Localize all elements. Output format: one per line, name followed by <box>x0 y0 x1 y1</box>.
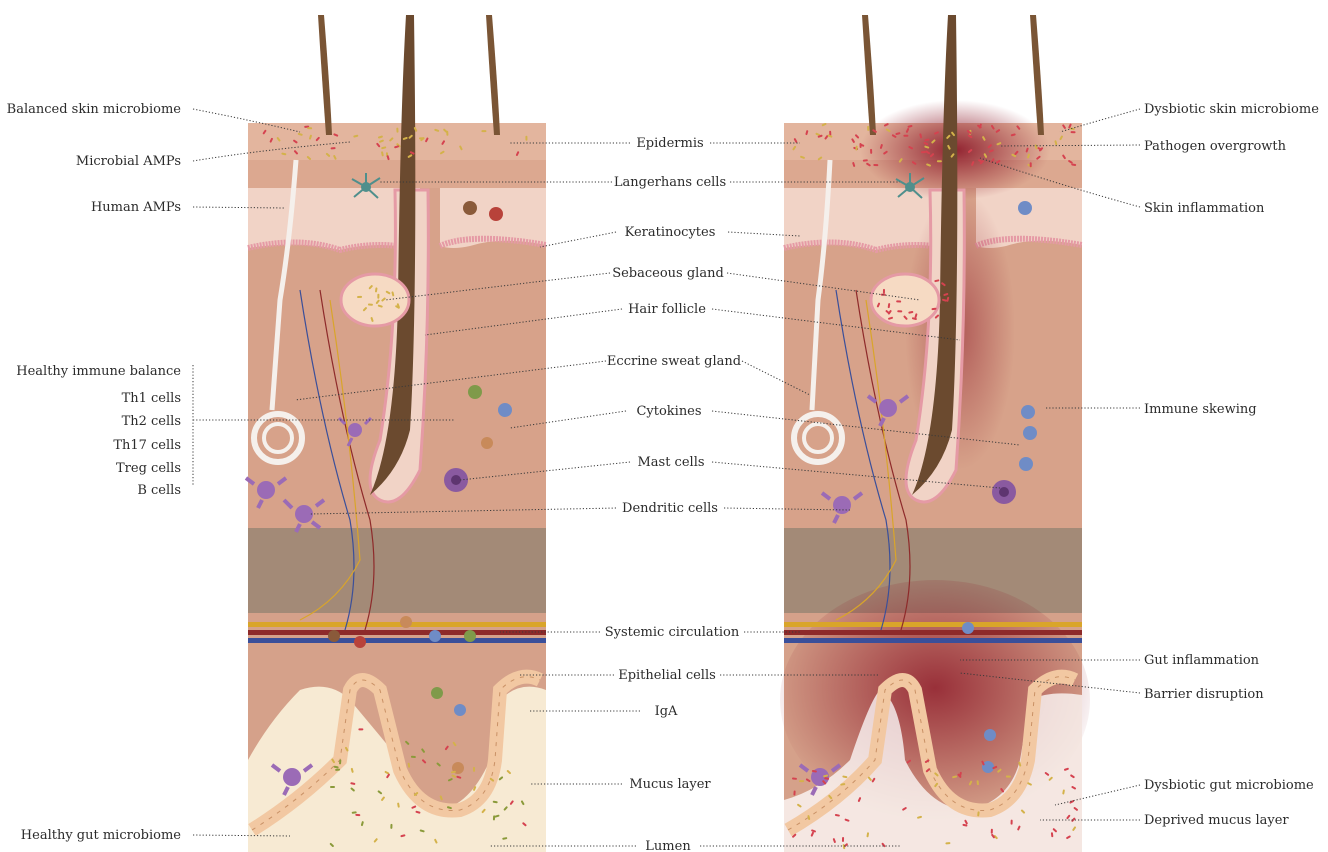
bacterium <box>842 837 844 842</box>
bacterium <box>897 310 902 312</box>
left-labels: Balanced skin microbiome Microbial AMPs … <box>7 102 182 843</box>
bacterium <box>867 126 869 131</box>
label-hair-follicle: Hair follicle <box>628 302 706 317</box>
bacterium <box>793 790 795 795</box>
healthy-vein <box>248 638 546 643</box>
center-labels: Epidermis Langerhans cells Keratinocytes… <box>605 136 741 852</box>
label-iga: IgA <box>655 704 678 719</box>
label-systemic-circulation: Systemic circulation <box>605 625 740 640</box>
bacterium <box>903 135 908 137</box>
bacterium <box>377 294 379 299</box>
label-healthy-immune-balance: Healthy immune balance <box>16 364 181 379</box>
healthy-th-cell <box>463 201 477 215</box>
bacterium <box>1006 776 1011 778</box>
label-microbial-amps: Microbial AMPs <box>76 154 181 169</box>
right-labels: Dysbiotic skin microbiome Pathogen overg… <box>1144 102 1319 828</box>
bacterium <box>307 127 312 129</box>
label-pathogen-overgrowth: Pathogen overgrowth <box>1144 139 1287 154</box>
label-sebaceous-gland: Sebaceous gland <box>612 266 724 281</box>
bacterium <box>481 130 486 132</box>
label-human-amps: Human AMPs <box>91 200 181 215</box>
label-deprived-mucus-layer: Deprived mucus layer <box>1144 813 1289 828</box>
healthy-panel <box>246 15 546 852</box>
bacterium <box>870 149 872 154</box>
bacterium <box>921 151 926 153</box>
bacterium <box>473 767 475 772</box>
bacterium <box>358 728 363 730</box>
label-dendritic-cells: Dendritic cells <box>622 501 718 516</box>
label-mucus-layer: Mucus layer <box>629 777 711 792</box>
bacterium <box>1011 820 1013 825</box>
bacterium <box>330 786 335 788</box>
label-dysbiotic-gut-microbiome: Dysbiotic gut microbiome <box>1144 778 1314 793</box>
healthy-subcutaneous-fat <box>248 528 546 613</box>
healthy-artery <box>248 622 546 627</box>
label-lumen: Lumen <box>645 839 691 852</box>
healthy-sebaceous-gland <box>341 274 409 326</box>
bacterium <box>991 829 993 834</box>
bacterium <box>1030 162 1032 167</box>
label-barrier-disruption: Barrier disruption <box>1144 687 1264 702</box>
label-keratinocytes: Keratinocytes <box>625 225 716 240</box>
label-th2-cells: Th2 cells <box>122 414 181 429</box>
label-immune-skewing: Immune skewing <box>1144 402 1257 417</box>
label-mast-cells: Mast cells <box>637 455 704 470</box>
bacterium <box>419 137 424 139</box>
label-epithelial-cells: Epithelial cells <box>618 668 716 683</box>
bacterium <box>799 780 804 782</box>
dysbiotic-panel <box>780 15 1090 852</box>
label-eccrine-sweat-gland: Eccrine sweat gland <box>607 354 741 369</box>
bacterium <box>357 296 362 298</box>
bacterium <box>883 289 885 294</box>
label-langerhans-cells: Langerhans cells <box>614 175 726 190</box>
label-balanced-skin-microbiome: Balanced skin microbiome <box>7 102 182 117</box>
label-dysbiotic-skin-microbiome: Dysbiotic skin microbiome <box>1144 102 1319 117</box>
label-b-cells: B cells <box>137 483 181 498</box>
bacterium <box>446 131 448 136</box>
label-epidermis: Epidermis <box>636 136 703 151</box>
bacterium <box>390 824 392 829</box>
bacterium <box>896 300 901 302</box>
label-cytokines: Cytokines <box>636 404 701 419</box>
bacterium <box>396 128 398 133</box>
label-th1-cells: Th1 cells <box>122 391 181 406</box>
label-skin-inflammation: Skin inflammation <box>1144 201 1265 216</box>
label-healthy-gut-microbiome: Healthy gut microbiome <box>21 828 182 843</box>
bacterium <box>1071 131 1076 133</box>
bacterium <box>368 304 373 306</box>
label-th17-cells: Th17 cells <box>113 438 181 453</box>
label-gut-inflammation: Gut inflammation <box>1144 653 1260 668</box>
label-treg-cells: Treg cells <box>116 461 181 476</box>
bacterium <box>873 164 878 166</box>
bacterium <box>525 136 527 141</box>
bacterium <box>937 160 942 162</box>
